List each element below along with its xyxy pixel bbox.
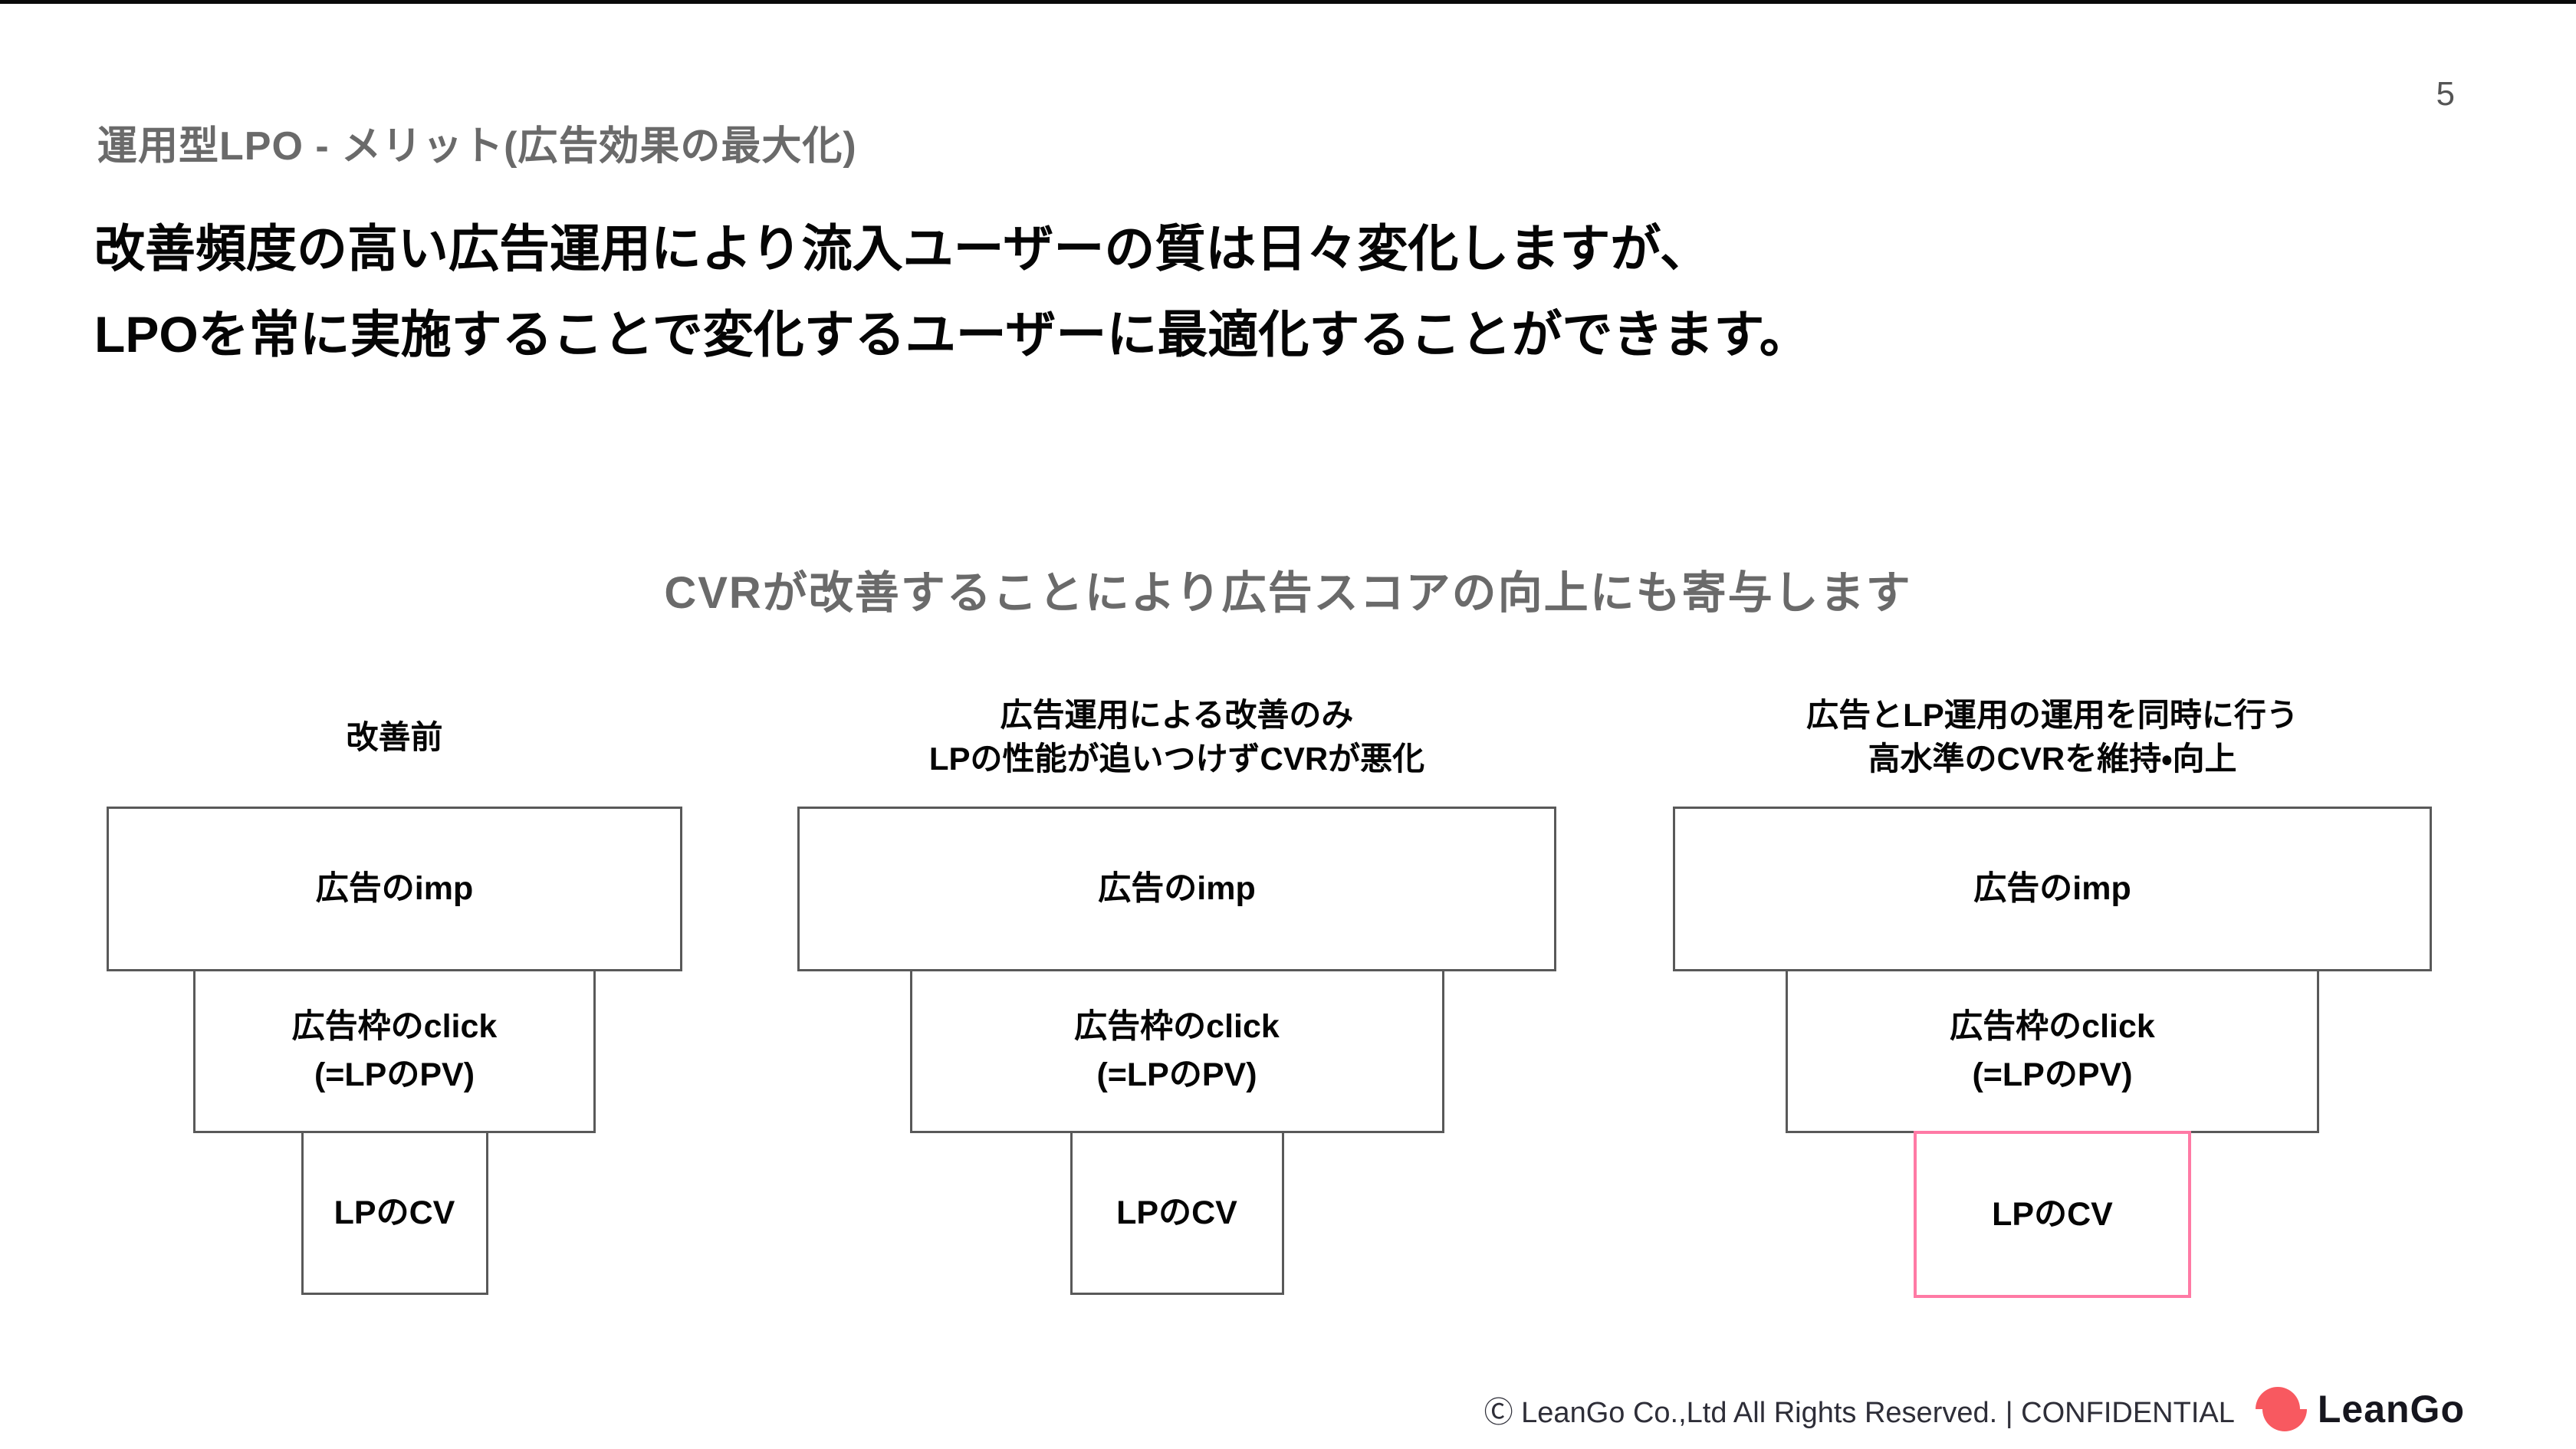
leango-logo: LeanGo [2255, 1387, 2465, 1431]
leango-logo-icon [2255, 1387, 2307, 1431]
box-ad-clicks: 広告枠のclick (=LPのPV) [193, 969, 596, 1133]
page-number: 5 [2436, 75, 2455, 113]
box-lp-conversions-highlighted: LPのCV [1914, 1131, 2191, 1298]
box-ad-impressions: 広告のimp [797, 807, 1556, 971]
leango-logo-text: LeanGo [2317, 1388, 2465, 1431]
slide-title-eyebrow: 運用型LPO - メリット(広告効果の最大化) [97, 124, 857, 169]
funnel-label-line-1: 広告とLP運用の運用を同時に行う [1806, 697, 2298, 733]
funnel-label-line-1: 広告運用による改善のみ [1000, 697, 1354, 733]
subheading: CVRが改善することにより広告スコアの向上にも寄与します [664, 568, 1912, 618]
top-border-line [0, 0, 2576, 4]
main-heading-line-2: LPOを常に実施することで変化するユーザーに最適化することができます。 [94, 306, 1810, 363]
box-lp-conversions-label: LPのCV [1116, 1194, 1237, 1231]
box-ad-clicks-label-line-1: 広告枠のclick [1950, 1008, 2155, 1045]
box-ad-clicks-label-line-2: (=LPのPV) [1096, 1056, 1257, 1093]
box-lp-conversions: LPのCV [301, 1131, 488, 1295]
funnel-label-line-2: 高水準のCVRを維持・向上 [1868, 741, 2237, 777]
box-ad-impressions-label: 広告のimp [315, 870, 474, 907]
copyright-text: Ⓒ LeanGo Co.,Ltd All Rights Reserved. | … [1484, 1396, 2235, 1429]
box-ad-impressions: 広告のimp [1673, 807, 2432, 971]
funnel-label: 広告とLP運用の運用を同時に行う 高水準のCVRを維持・向上 [1673, 667, 2432, 807]
box-lp-conversions-label: LPのCV [1992, 1195, 2113, 1233]
box-ad-clicks-label-line-1: 広告枠のclick [291, 1008, 498, 1045]
box-ad-clicks: 広告枠のclick (=LPのPV) [1786, 969, 2319, 1133]
box-ad-clicks-label-line-2: (=LPのPV) [314, 1056, 475, 1093]
box-ad-clicks: 広告枠のclick (=LPのPV) [909, 969, 1444, 1133]
box-ad-impressions-label: 広告のimp [1973, 870, 2131, 907]
funnel-label: 広告運用による改善のみ LPの性能が追いつけずCVRが悪化 [797, 667, 1556, 807]
box-ad-clicks-label-line-1: 広告枠のclick [1074, 1008, 1280, 1045]
funnel-ads-and-lp: 広告とLP運用の運用を同時に行う 高水準のCVRを維持・向上 広告のimp 広告… [1673, 667, 2432, 1298]
funnel-ads-only: 広告運用による改善のみ LPの性能が追いつけずCVRが悪化 広告のimp 広告枠… [797, 667, 1556, 1295]
box-ad-clicks-label-line-2: (=LPのPV) [1972, 1056, 2133, 1093]
box-lp-conversions: LPのCV [1070, 1131, 1284, 1295]
funnel-label-line-1: 改善前 [346, 718, 443, 755]
box-ad-impressions-label: 広告のimp [1098, 870, 1256, 907]
main-heading: 改善頻度の高い広告運用により流入ユーザーの質は日々変化しますが、 LPOを常に実… [94, 205, 1810, 377]
box-lp-conversions-label: LPのCV [334, 1194, 455, 1231]
funnel-before-improvement: 改善前 広告のimp 広告枠のclick (=LPのPV) LPのCV [107, 667, 682, 1295]
funnel-label: 改善前 [107, 667, 682, 807]
main-heading-line-1: 改善頻度の高い広告運用により流入ユーザーの質は日々変化しますが、 [94, 220, 1711, 277]
funnel-label-line-2: LPの性能が追いつけずCVRが悪化 [928, 741, 1425, 777]
footer: Ⓒ LeanGo Co.,Ltd All Rights Reserved. | … [1484, 1377, 2465, 1441]
box-ad-impressions: 広告のimp [107, 807, 682, 971]
